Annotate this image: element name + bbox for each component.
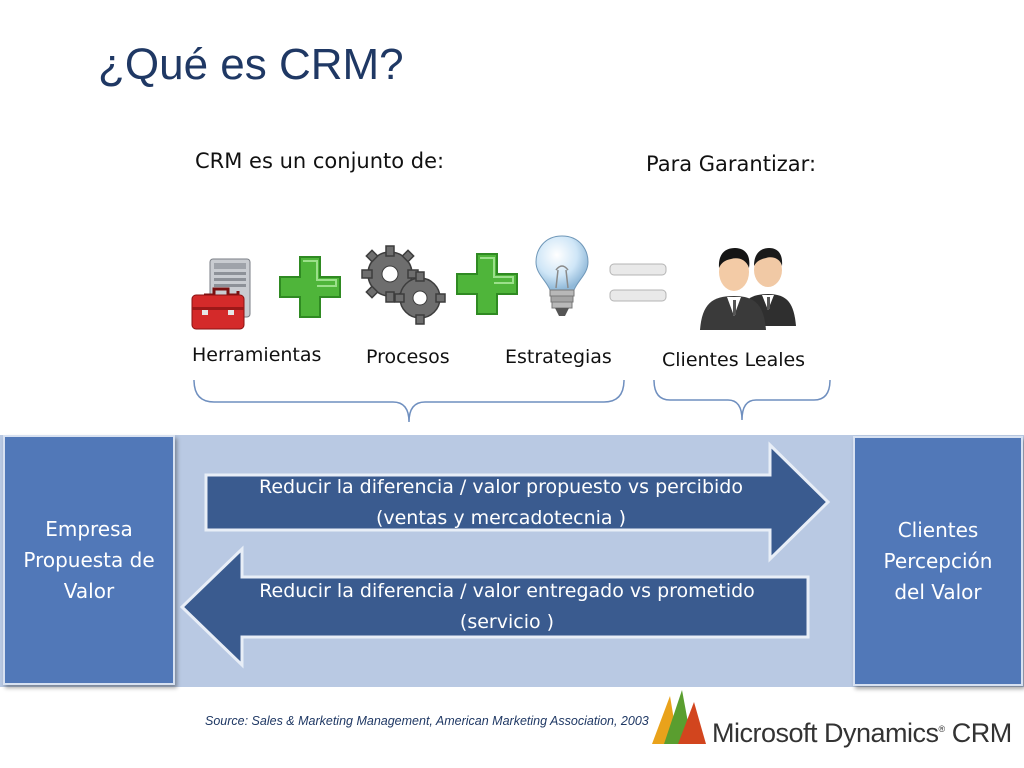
empresa-line1: Empresa (45, 516, 133, 541)
lightbulb-icon (535, 235, 589, 316)
clientes-line2: Percepción (883, 548, 993, 573)
gears-icon (361, 245, 446, 325)
empresa-line3: Valor (63, 578, 115, 603)
empresa-box: Empresa Propuesta de Valor (3, 435, 175, 685)
right-arrow-text: Reducir la diferencia / valor propuesto … (205, 472, 797, 534)
component-label-estrategias: Estrategias (505, 346, 612, 368)
business-people-icon (700, 248, 796, 330)
result-label: Clientes Leales (662, 349, 806, 371)
right-arrow-line1: Reducir la diferencia / valor propuesto … (259, 476, 743, 498)
left-arrow-line1: Reducir la diferencia / valor entregado … (259, 580, 755, 602)
clientes-box: Clientes Percepción del Valor (853, 436, 1023, 686)
clientes-line1: Clientes (897, 517, 979, 542)
right-arrow-line2: (ventas y mercadotecnia ) (375, 507, 627, 529)
dynamics-logo-icon (652, 690, 706, 744)
clientes-line3: del Valor (894, 579, 982, 604)
right-arrow (204, 441, 831, 563)
equals-icon (609, 263, 667, 302)
left-brace (193, 379, 625, 423)
left-arrow-text: Reducir la diferencia / valor entregado … (226, 576, 788, 638)
left-arrow-line2: (servicio ) (459, 611, 555, 633)
logo-suffix: CRM (951, 718, 1013, 748)
dynamics-logo-text: Microsoft Dynamics® CRM (712, 718, 1013, 748)
component-label-procesos: Procesos (366, 346, 450, 368)
right-brace (653, 379, 831, 421)
toolbox-server-icon (191, 258, 251, 330)
left-heading: CRM es un conjunto de: (195, 149, 445, 173)
source-citation: Source: Sales & Marketing Management, Am… (205, 714, 649, 728)
empresa-line2: Propuesta de (23, 547, 155, 572)
component-label-herramientas: Herramientas (192, 344, 322, 366)
right-heading: Para Garantizar: (646, 152, 817, 176)
plus-icon (279, 256, 341, 318)
left-arrow (179, 545, 810, 669)
logo-text: Microsoft Dynamics (712, 718, 939, 748)
slide-title: ¿Qué es CRM? (98, 40, 404, 89)
plus-icon-2 (456, 253, 518, 315)
